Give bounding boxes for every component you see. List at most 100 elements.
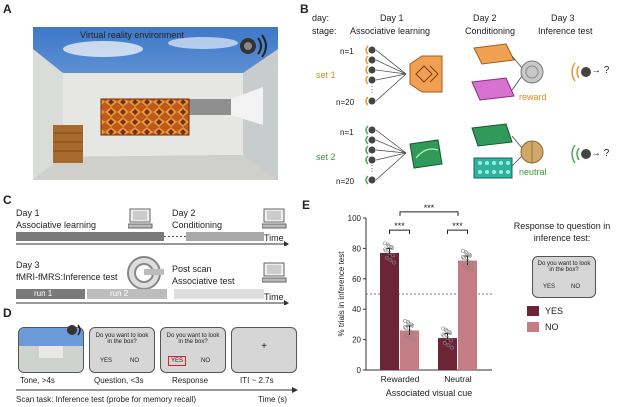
yes-option: YES xyxy=(100,358,113,364)
subject-point xyxy=(384,255,389,260)
panel-c-label: C xyxy=(3,193,12,207)
question-text: Do you want to look in the box? xyxy=(166,333,220,345)
set1-inference-question: → ? xyxy=(591,65,610,76)
subject-point xyxy=(412,338,416,342)
b-day2-stage: Conditioning xyxy=(465,26,516,36)
row-stage-label: stage: xyxy=(312,26,337,36)
set2-tone-icons: ⋮ xyxy=(365,125,376,185)
legend-no-swatch xyxy=(527,322,539,332)
computer-icon xyxy=(261,208,288,235)
legend-yes-label: YES xyxy=(545,306,564,316)
subject-point xyxy=(462,263,467,268)
bar-yes-neutral xyxy=(438,338,457,370)
sig-between: *** xyxy=(424,203,435,213)
b-day1-stage: Associative learning xyxy=(350,26,431,36)
c-day3: Day 3 xyxy=(16,260,40,270)
panel-a-label: A xyxy=(3,2,12,16)
x-tick-label: Rewarded xyxy=(381,374,420,384)
c-time-2: Time xyxy=(264,292,284,302)
subject-point xyxy=(389,245,394,249)
legend-yes-small: YES xyxy=(543,284,556,290)
set2-inference-question: → ? xyxy=(591,148,610,159)
legend-yes-swatch xyxy=(527,306,539,316)
subject-point xyxy=(392,260,396,265)
vr-room-illustration xyxy=(33,27,278,180)
question-screen: Do you want to look in the box? YES NO xyxy=(89,327,155,373)
x-tick-label: Neutral xyxy=(444,374,472,384)
sig-rewarded: *** xyxy=(394,221,405,231)
panel-b-label: B xyxy=(300,2,309,16)
sig-neutral: *** xyxy=(452,221,463,231)
subject-point xyxy=(466,265,471,270)
legend-question-text: Do you want to look in the box? xyxy=(537,261,591,273)
subject-point xyxy=(403,324,407,329)
subject-point xyxy=(450,345,454,350)
b-day3-stage: Inference test xyxy=(538,26,593,36)
sig-neutral-bracket xyxy=(447,229,468,235)
b-day1: Day 1 xyxy=(380,13,404,23)
subject-point xyxy=(443,327,448,332)
c-day3-stage: fMRI-fMRS:Inference test xyxy=(16,272,118,282)
subject-point xyxy=(407,328,412,333)
b-day3: Day 3 xyxy=(551,13,575,23)
yes-option-selected: YES xyxy=(168,356,187,366)
subject-point xyxy=(383,247,387,252)
subject-point xyxy=(446,343,451,348)
subject-point xyxy=(385,242,390,247)
subject-point xyxy=(405,320,410,324)
set2-n-last: n=20 xyxy=(336,177,355,186)
set1-label: set 1 xyxy=(316,70,336,80)
subject-point xyxy=(408,335,413,340)
question-text: Do you want to look in the box? xyxy=(95,333,149,345)
set1-n-last: n=20 xyxy=(336,98,355,107)
reward-label: reward xyxy=(519,92,547,102)
no-option: NO xyxy=(201,358,210,364)
subject-point xyxy=(442,340,447,345)
neutral-label: neutral xyxy=(519,167,547,177)
subject-point xyxy=(387,251,392,255)
subject-point xyxy=(467,252,472,257)
subject-point xyxy=(469,261,474,265)
c-day1: Day 1 xyxy=(16,208,40,218)
set2-label: set 2 xyxy=(316,152,336,162)
scan-task-caption: Scan task: Inference test (probe for mem… xyxy=(16,395,197,404)
design-schematic: ⋮ ⋮ xyxy=(365,43,591,185)
subject-point xyxy=(388,258,393,263)
legend-title: Response to question in inference test: xyxy=(513,221,611,243)
svg-text:⋮: ⋮ xyxy=(368,164,376,173)
mri-scanner-icon xyxy=(126,255,166,296)
subject-point xyxy=(465,258,470,263)
y-tick-label: 60 xyxy=(352,275,361,284)
vr-environment-image xyxy=(33,27,278,180)
run1-label: run 1 xyxy=(34,289,53,298)
iti-caption: ITI ~ 2.7s xyxy=(240,376,274,385)
c-post-scan: Post scan xyxy=(172,264,212,274)
tone-caption: Tone, >4s xyxy=(20,376,55,385)
timeline-day-3 xyxy=(16,289,289,305)
c-time-1: Time xyxy=(264,233,284,243)
bar-no-neutral xyxy=(458,260,477,370)
panel-e-label: E xyxy=(302,198,311,212)
trial-time-axis xyxy=(16,387,298,393)
trial-time-label: Time (s) xyxy=(258,395,288,404)
fixation-cross: + xyxy=(261,341,267,352)
y-tick-label: 20 xyxy=(352,336,361,345)
legend-question-box: Do you want to look in the box? YES NO xyxy=(532,256,596,298)
computer-icon xyxy=(127,208,154,235)
y-tick-label: 100 xyxy=(348,214,362,223)
panel-d-label: D xyxy=(3,306,12,320)
no-option: NO xyxy=(130,358,139,364)
response-screen: Do you want to look in the box? YES NO xyxy=(160,327,226,373)
subject-point xyxy=(461,255,465,259)
set1-tone-icons: ⋮ xyxy=(365,45,376,106)
sig-between-bracket xyxy=(399,211,459,216)
iti-screen: + xyxy=(231,327,297,373)
vr-title: Virtual reality environment xyxy=(80,30,184,40)
c-day2: Day 2 xyxy=(172,208,196,218)
computer-icon xyxy=(261,262,288,289)
legend-no-small: NO xyxy=(571,284,580,290)
y-axis-label: % trials in inference test xyxy=(337,251,346,337)
subject-point xyxy=(447,330,452,334)
timeline-days-1-2 xyxy=(16,232,289,246)
subject-point xyxy=(411,330,416,335)
